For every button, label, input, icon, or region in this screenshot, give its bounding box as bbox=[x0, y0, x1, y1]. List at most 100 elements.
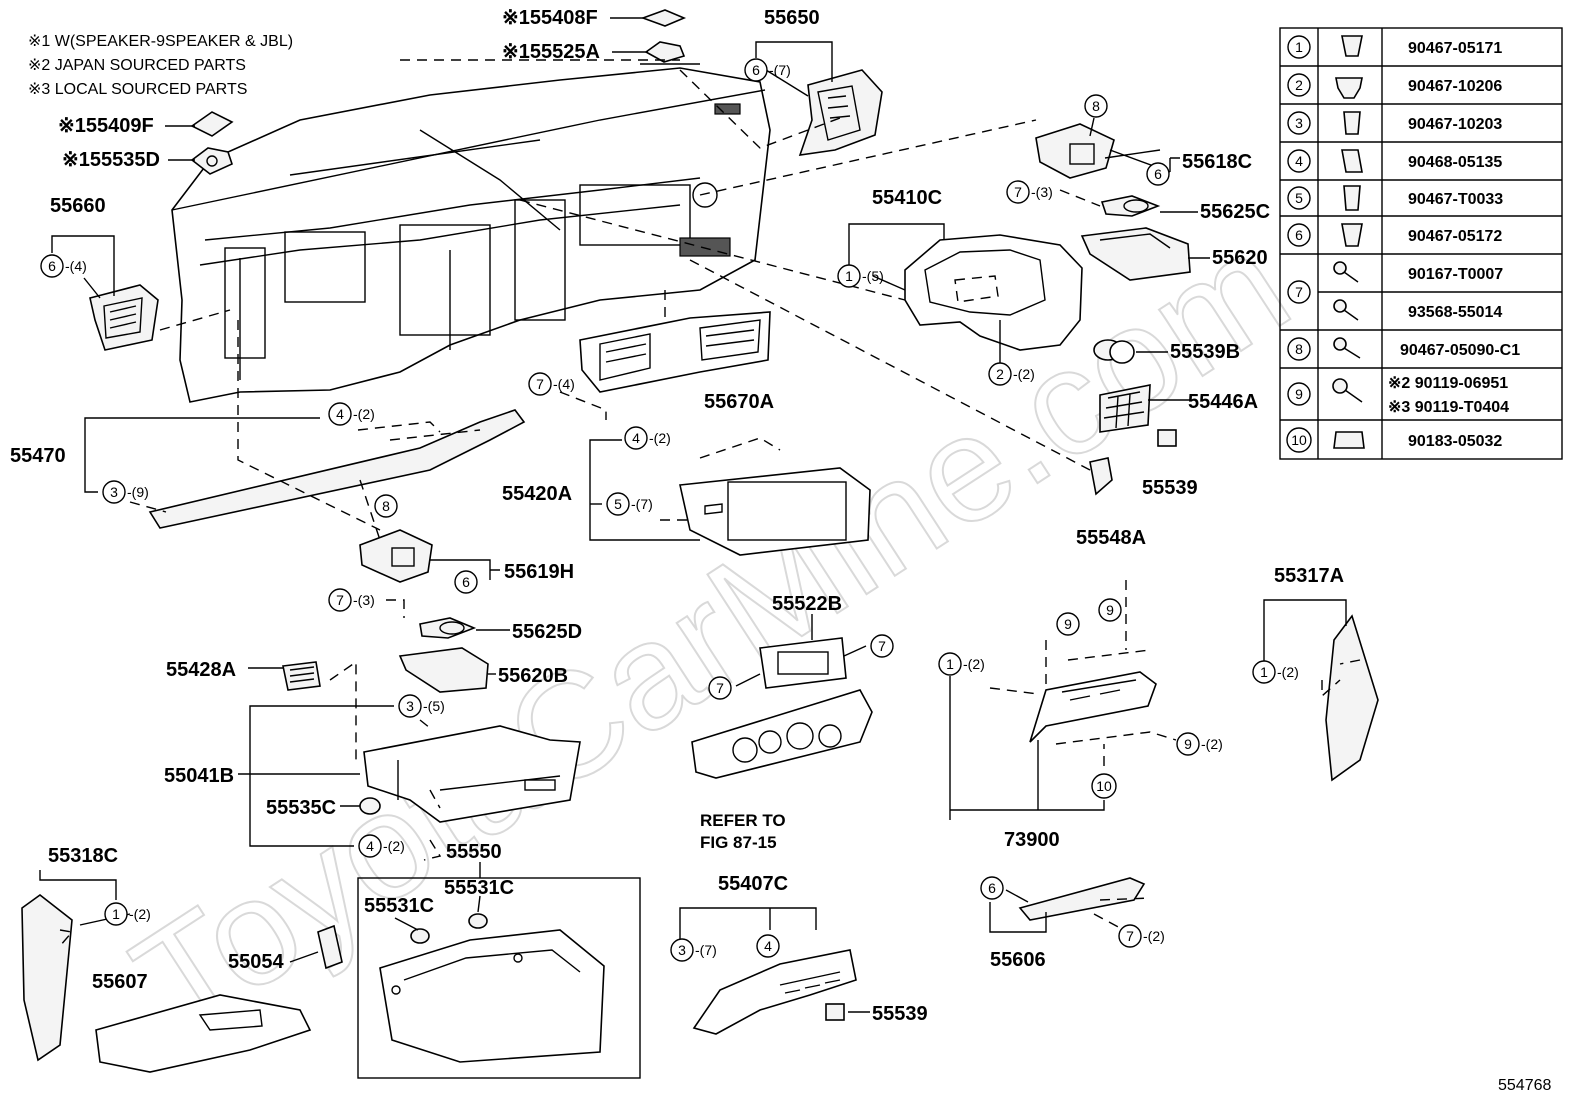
hole-cover-55539-lower bbox=[825, 1003, 845, 1021]
instrument-panel-drawing bbox=[171, 67, 771, 403]
callout-73900-1: 1 -(2) bbox=[938, 652, 985, 676]
undercover-55607 bbox=[95, 994, 312, 1073]
bracket-55619H bbox=[359, 529, 433, 583]
callouts: 6 -(7) 6 -(4) 8 6 7 -(3) 1 -(5) 2 bbox=[40, 58, 1299, 962]
label-55054: 55054 bbox=[228, 951, 284, 973]
fastener-table: 1 90467-05171 2 90467-10206 3 90467-1020… bbox=[1279, 27, 1563, 460]
lower-center-panel-55407C bbox=[692, 949, 857, 1035]
table-row-10: 10 90183-05032 bbox=[1286, 427, 1502, 453]
callout-55619H-6: 6 bbox=[454, 570, 478, 594]
table-row-2: 2 90467-10206 bbox=[1287, 73, 1502, 99]
leader-lines bbox=[39, 17, 1347, 1013]
side-panel-55318C bbox=[21, 893, 73, 1062]
svg-text:90467-10206: 90467-10206 bbox=[1408, 78, 1502, 95]
table-row-5: 5 90467-T0033 bbox=[1287, 185, 1503, 211]
svg-text:10: 10 bbox=[1096, 778, 1112, 794]
callout-55625C-7: 7 -(3) bbox=[1006, 180, 1053, 204]
label-55539-lower: 55539 bbox=[872, 1003, 928, 1025]
svg-text:※2 90119-06951: ※2 90119-06951 bbox=[1388, 375, 1508, 392]
cover-55548A bbox=[1089, 457, 1113, 496]
label-55410C: 55410C bbox=[872, 187, 942, 209]
svg-text:-(2): -(2) bbox=[383, 838, 405, 854]
svg-text:9: 9 bbox=[1295, 386, 1303, 402]
heater-control-panel bbox=[691, 689, 873, 779]
callout-55318C-1: 1 -(2) bbox=[104, 902, 151, 926]
svg-text:-(3): -(3) bbox=[353, 592, 375, 608]
label-55318C: 55318C bbox=[48, 845, 118, 867]
svg-text:90468-05135: 90468-05135 bbox=[1408, 154, 1502, 171]
display-bezel-55420A bbox=[679, 467, 871, 556]
svg-text:9: 9 bbox=[1184, 736, 1192, 752]
holder-55625C bbox=[1100, 195, 1161, 217]
table-row-7: 7 90167-T0007 93568-55014 bbox=[1287, 261, 1503, 321]
callout-55670A-7: 7 -(4) bbox=[528, 372, 575, 396]
svg-text:8: 8 bbox=[382, 498, 390, 514]
svg-text:6: 6 bbox=[1295, 227, 1303, 243]
damper-55535C bbox=[359, 797, 381, 815]
vent-55650 bbox=[798, 69, 883, 156]
footnotes: ※1 W(SPEAKER-9SPEAKER & JBL) ※2 JAPAN SO… bbox=[28, 33, 293, 98]
svg-text:8: 8 bbox=[1092, 98, 1100, 114]
side-panel-55317A bbox=[1325, 614, 1379, 782]
figure-number: 554768 bbox=[1498, 1077, 1551, 1094]
label-55607: 55607 bbox=[92, 971, 148, 993]
svg-text:1: 1 bbox=[845, 268, 853, 284]
svg-text:-(7): -(7) bbox=[695, 942, 717, 958]
refer-note-line1: REFER TO bbox=[700, 811, 786, 830]
svg-text:-(4): -(4) bbox=[65, 258, 87, 274]
label-55618C: 55618C bbox=[1182, 151, 1252, 173]
table-row-9: 9 ※2 90119-06951 ※3 90119-T0404 bbox=[1287, 375, 1509, 416]
svg-text:3: 3 bbox=[406, 698, 414, 714]
svg-text:7: 7 bbox=[1295, 284, 1303, 300]
svg-text:3: 3 bbox=[1295, 115, 1303, 131]
center-vent-55670A bbox=[579, 311, 771, 393]
note-3: ※3 LOCAL SOURCED PARTS bbox=[28, 81, 247, 98]
glovebox-door-55041B bbox=[363, 725, 581, 823]
svg-text:6: 6 bbox=[752, 62, 760, 78]
trim-strip-55470 bbox=[148, 409, 526, 529]
hole-cover-55539-right bbox=[1157, 429, 1177, 447]
svg-text:5: 5 bbox=[614, 496, 622, 512]
label-55660: 55660 bbox=[50, 195, 106, 217]
label-55650: 55650 bbox=[764, 7, 820, 29]
callout-73900-9-right: 9 bbox=[1098, 598, 1122, 622]
label-73900: 73900 bbox=[1004, 829, 1060, 851]
svg-text:4: 4 bbox=[366, 838, 374, 854]
label-55408F: ※155408F bbox=[502, 7, 598, 29]
label-55041B: 55041B bbox=[164, 765, 234, 787]
label-55531C-right: 55531C bbox=[444, 877, 514, 899]
glovebox-frame-55550 bbox=[357, 877, 641, 1079]
glovebox-55550 bbox=[379, 929, 605, 1063]
svg-text:6: 6 bbox=[988, 880, 996, 896]
label-55470: 55470 bbox=[10, 445, 66, 467]
svg-text:3: 3 bbox=[678, 942, 686, 958]
callout-55041B-3: 3 -(5) bbox=[398, 694, 445, 718]
callout-55660: 6 -(4) bbox=[40, 254, 87, 278]
svg-text:7: 7 bbox=[1126, 928, 1134, 944]
svg-text:-(2): -(2) bbox=[1143, 928, 1165, 944]
refer-note-line2: FIG 87-15 bbox=[700, 833, 777, 852]
svg-text:5: 5 bbox=[1295, 190, 1303, 206]
callout-73900-9-lower: 9 -(2) bbox=[1176, 732, 1223, 756]
svg-text:7: 7 bbox=[878, 638, 886, 654]
svg-text:6: 6 bbox=[462, 574, 470, 590]
svg-text:90167-T0007: 90167-T0007 bbox=[1408, 266, 1503, 283]
svg-text:90467-05171: 90467-05171 bbox=[1408, 40, 1502, 57]
svg-text:9: 9 bbox=[1106, 602, 1114, 618]
svg-text:8: 8 bbox=[1295, 341, 1303, 357]
label-55525A: ※155525A bbox=[502, 41, 600, 63]
switch-base-55446A bbox=[1099, 384, 1151, 433]
label-55619H: 55619H bbox=[504, 561, 574, 583]
svg-text:-(9): -(9) bbox=[127, 484, 149, 500]
callout-55470-4: 4 -(2) bbox=[328, 402, 375, 426]
svg-text:93568-55014: 93568-55014 bbox=[1408, 304, 1502, 321]
table-row-3: 3 90467-10203 bbox=[1287, 111, 1502, 135]
callout-55618C-8: 8 bbox=[1084, 94, 1108, 118]
callout-55470-3: 3 -(9) bbox=[102, 480, 149, 504]
table-row-4: 4 90468-05135 bbox=[1287, 149, 1502, 173]
note-1: ※1 W(SPEAKER-9SPEAKER & JBL) bbox=[28, 33, 293, 50]
svg-text:-(2): -(2) bbox=[129, 906, 151, 922]
knob-55539B bbox=[1093, 339, 1135, 364]
svg-text:2: 2 bbox=[1295, 77, 1303, 93]
